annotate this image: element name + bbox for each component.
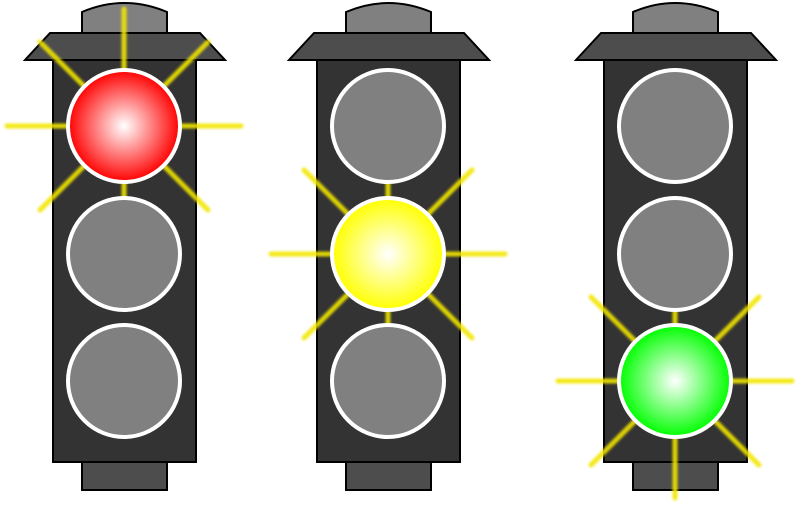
lamp-off <box>66 323 182 439</box>
traffic-light-yellow <box>268 2 508 491</box>
lamp-off <box>330 68 446 184</box>
lamp-off <box>617 68 733 184</box>
hood <box>573 32 779 61</box>
traffic-light-red <box>4 2 244 491</box>
traffic-light-green <box>555 2 795 501</box>
hood <box>286 32 492 61</box>
base <box>81 459 168 491</box>
top-cap <box>632 2 719 34</box>
base <box>345 459 432 491</box>
lamp-off <box>66 196 182 312</box>
lamp-yellow-on <box>330 196 446 312</box>
lamp-green-on <box>617 323 733 439</box>
top-cap <box>345 2 432 34</box>
lamp-off <box>617 196 733 312</box>
lamp-off <box>330 323 446 439</box>
lamp-red-on <box>66 68 182 184</box>
